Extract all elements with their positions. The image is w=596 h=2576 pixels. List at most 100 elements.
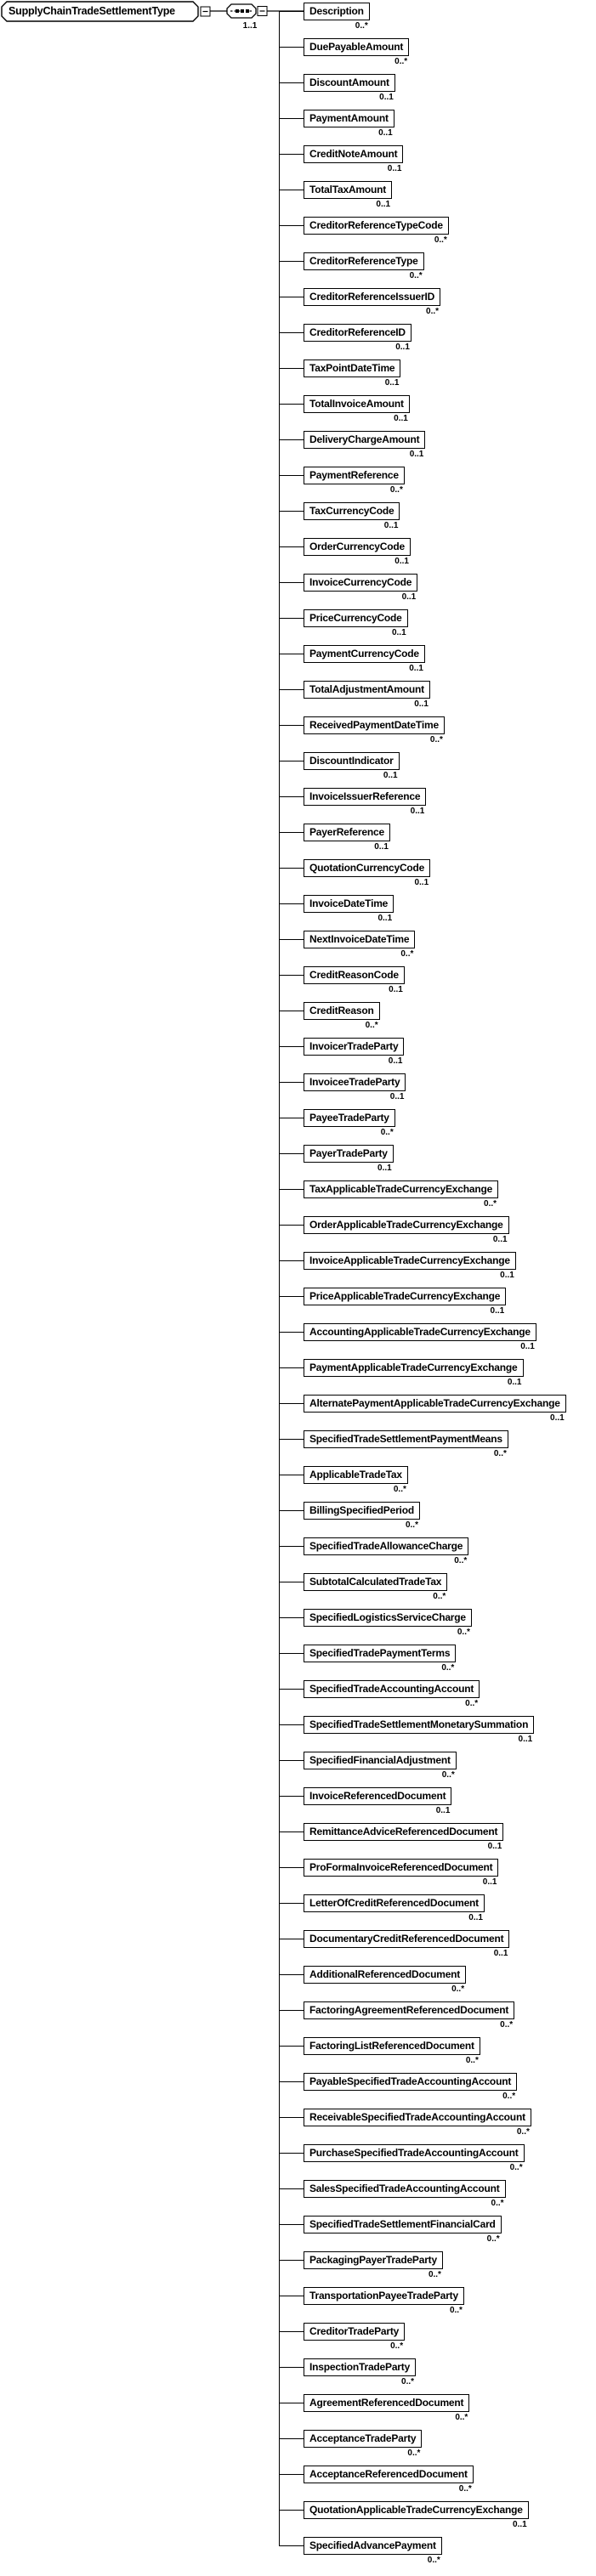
- element-box[interactable]: SpecifiedTradeSettlementPaymentMeans: [304, 1430, 508, 1448]
- element-node: SubtotalCalculatedTradeTax 0..*: [279, 1573, 448, 1601]
- connector-stub-line: [279, 2046, 304, 2047]
- element-box[interactable]: CreditorTradeParty: [304, 2323, 406, 2341]
- element-box[interactable]: PayeeTradeParty: [304, 1109, 395, 1127]
- element-box[interactable]: FactoringListReferencedDocument: [304, 2037, 480, 2055]
- element-box[interactable]: ReceivedPaymentDateTime: [304, 716, 445, 734]
- element-box[interactable]: SpecifiedFinancialAdjustment: [304, 1752, 457, 1769]
- element-box[interactable]: TaxCurrencyCode: [304, 502, 400, 520]
- sequence-compositor[interactable]: [226, 3, 257, 19]
- element-node: ReceivableSpecifiedTradeAccountingAccoun…: [279, 2109, 531, 2137]
- element-box[interactable]: DiscountAmount: [304, 74, 395, 92]
- element-box[interactable]: ApplicableTradeTax: [304, 1466, 408, 1484]
- element-box[interactable]: QuotationApplicableTradeCurrencyExchange: [304, 2501, 529, 2519]
- element-box[interactable]: SpecifiedTradeAccountingAccount: [304, 1680, 480, 1698]
- cardinality-label: 0..1: [378, 128, 393, 138]
- element-box[interactable]: QuotationCurrencyCode: [304, 859, 431, 877]
- connector-stub-line: [279, 1903, 304, 1904]
- element-box[interactable]: AcceptanceReferencedDocument: [304, 2466, 474, 2483]
- element-box[interactable]: PayableSpecifiedTradeAccountingAccount: [304, 2073, 518, 2091]
- root-collapse-handle[interactable]: [200, 6, 211, 17]
- element-box[interactable]: InvoicerTradeParty: [304, 1038, 405, 1056]
- element-node: NextInvoiceDateTime 0..*: [279, 931, 416, 959]
- element-box[interactable]: DiscountIndicator: [304, 752, 400, 770]
- element-box[interactable]: PaymentCurrencyCode: [304, 645, 425, 663]
- element-node: InvoiceDateTime 0..1: [279, 895, 394, 923]
- element-box[interactable]: InvoiceeTradeParty: [304, 1073, 406, 1091]
- element-box[interactable]: AdditionalReferencedDocument: [304, 1966, 467, 1984]
- element-node: PurchaseSpecifiedTradeAccountingAccount …: [279, 2144, 525, 2172]
- element-node: AcceptanceReferencedDocument 0..*: [279, 2466, 474, 2494]
- element-box[interactable]: TotalAdjustmentAmount: [304, 681, 430, 699]
- element-box[interactable]: TotalInvoiceAmount: [304, 395, 410, 413]
- element-box[interactable]: CreditorReferenceTypeCode: [304, 217, 449, 235]
- element-box[interactable]: PaymentAmount: [304, 110, 394, 127]
- cardinality-label: 0..*: [427, 2556, 440, 2565]
- element-box[interactable]: SpecifiedTradePaymentTerms: [304, 1645, 457, 1662]
- element-box[interactable]: SpecifiedLogisticsServiceCharge: [304, 1609, 472, 1627]
- element-box[interactable]: AccountingApplicableTradeCurrencyExchang…: [304, 1323, 536, 1341]
- cardinality-label: 0..1: [520, 1342, 535, 1351]
- element-box[interactable]: ReceivableSpecifiedTradeAccountingAccoun…: [304, 2109, 531, 2126]
- element-box[interactable]: Description: [304, 3, 370, 20]
- element-box[interactable]: DuePayableAmount: [304, 38, 410, 56]
- element-box[interactable]: PaymentApplicableTradeCurrencyExchange: [304, 1359, 524, 1377]
- element-box[interactable]: PayerTradeParty: [304, 1145, 394, 1163]
- element-box[interactable]: SpecifiedAdvancePayment: [304, 2537, 442, 2555]
- element-box[interactable]: PriceApplicableTradeCurrencyExchange: [304, 1288, 507, 1305]
- element-box[interactable]: CreditReasonCode: [304, 966, 405, 984]
- element-node: ReceivedPaymentDateTime 0..*: [279, 716, 445, 744]
- cardinality-label: 0..1: [410, 807, 425, 816]
- element-box[interactable]: TaxPointDateTime: [304, 360, 401, 377]
- element-box[interactable]: SpecifiedTradeSettlementMonetarySummatio…: [304, 1716, 535, 1734]
- cardinality-label: 0..*: [457, 1628, 470, 1637]
- element-node: TaxCurrencyCode 0..1: [279, 502, 400, 530]
- element-box[interactable]: InvoiceCurrencyCode: [304, 574, 418, 592]
- element-box[interactable]: NextInvoiceDateTime: [304, 931, 416, 948]
- element-box[interactable]: ProFormaInvoiceReferencedDocument: [304, 1859, 499, 1877]
- element-box[interactable]: InvoiceReferencedDocument: [304, 1787, 452, 1805]
- connector-stub-line: [279, 2224, 304, 2225]
- element-box[interactable]: InvoiceIssuerReference: [304, 788, 427, 806]
- cardinality-label: 0..*: [502, 2092, 516, 2101]
- element-box[interactable]: RemittanceAdviceReferencedDocument: [304, 1823, 504, 1841]
- element-box[interactable]: OrderCurrencyCode: [304, 538, 411, 556]
- element-box[interactable]: DeliveryChargeAmount: [304, 431, 426, 449]
- element-box[interactable]: AlternatePaymentApplicableTradeCurrencyE…: [304, 1395, 566, 1413]
- connector-stub-line: [279, 546, 304, 547]
- sequence-collapse-handle[interactable]: [257, 6, 268, 16]
- element-box[interactable]: InspectionTradeParty: [304, 2358, 417, 2376]
- element-box[interactable]: PriceCurrencyCode: [304, 609, 408, 627]
- element-box[interactable]: InvoiceDateTime: [304, 895, 394, 913]
- element-box[interactable]: SubtotalCalculatedTradeTax: [304, 1573, 448, 1591]
- element-box[interactable]: CreditNoteAmount: [304, 145, 404, 163]
- element-box[interactable]: CreditorReferenceType: [304, 252, 424, 270]
- element-box[interactable]: SpecifiedTradeSettlementFinancialCard: [304, 2216, 502, 2233]
- element-box[interactable]: AgreementReferencedDocument: [304, 2394, 470, 2412]
- element-box[interactable]: PayerReference: [304, 824, 390, 841]
- element-box[interactable]: SalesSpecifiedTradeAccountingAccount: [304, 2180, 506, 2198]
- element-box[interactable]: PackagingPayerTradeParty: [304, 2251, 443, 2269]
- element-box[interactable]: AcceptanceTradeParty: [304, 2430, 423, 2448]
- element-box[interactable]: PaymentReference: [304, 467, 405, 484]
- element-node: InvoicerTradeParty 0..1: [279, 1038, 405, 1066]
- element-box[interactable]: DocumentaryCreditReferencedDocument: [304, 1930, 510, 1948]
- element-box[interactable]: SpecifiedTradeAllowanceCharge: [304, 1537, 469, 1555]
- cardinality-label: 0..1: [377, 1163, 392, 1173]
- connector-stub-line: [279, 2438, 304, 2439]
- element-box[interactable]: LetterOfCreditReferencedDocument: [304, 1894, 485, 1912]
- element-box[interactable]: TotalTaxAmount: [304, 181, 393, 199]
- element-box[interactable]: CreditorReferenceIssuerID: [304, 288, 441, 306]
- cardinality-label: 0..*: [491, 2199, 504, 2208]
- element-box[interactable]: FactoringAgreementReferencedDocument: [304, 2001, 515, 2019]
- element-box[interactable]: OrderApplicableTradeCurrencyExchange: [304, 1216, 509, 1234]
- element-box[interactable]: TransportationPayeeTradeParty: [304, 2287, 464, 2305]
- element-box[interactable]: CreditReason: [304, 1002, 380, 1020]
- element-node: InvoiceeTradeParty 0..1: [279, 1073, 406, 1101]
- cardinality-label: 0..*: [401, 2377, 415, 2386]
- element-box[interactable]: BillingSpecifiedPeriod: [304, 1502, 420, 1520]
- element-box[interactable]: TaxApplicableTradeCurrencyExchange: [304, 1180, 499, 1198]
- element-box[interactable]: PurchaseSpecifiedTradeAccountingAccount: [304, 2144, 525, 2162]
- connector-stub-line: [279, 1653, 304, 1654]
- element-box[interactable]: InvoiceApplicableTradeCurrencyExchange: [304, 1252, 516, 1270]
- element-box[interactable]: CreditorReferenceID: [304, 324, 412, 342]
